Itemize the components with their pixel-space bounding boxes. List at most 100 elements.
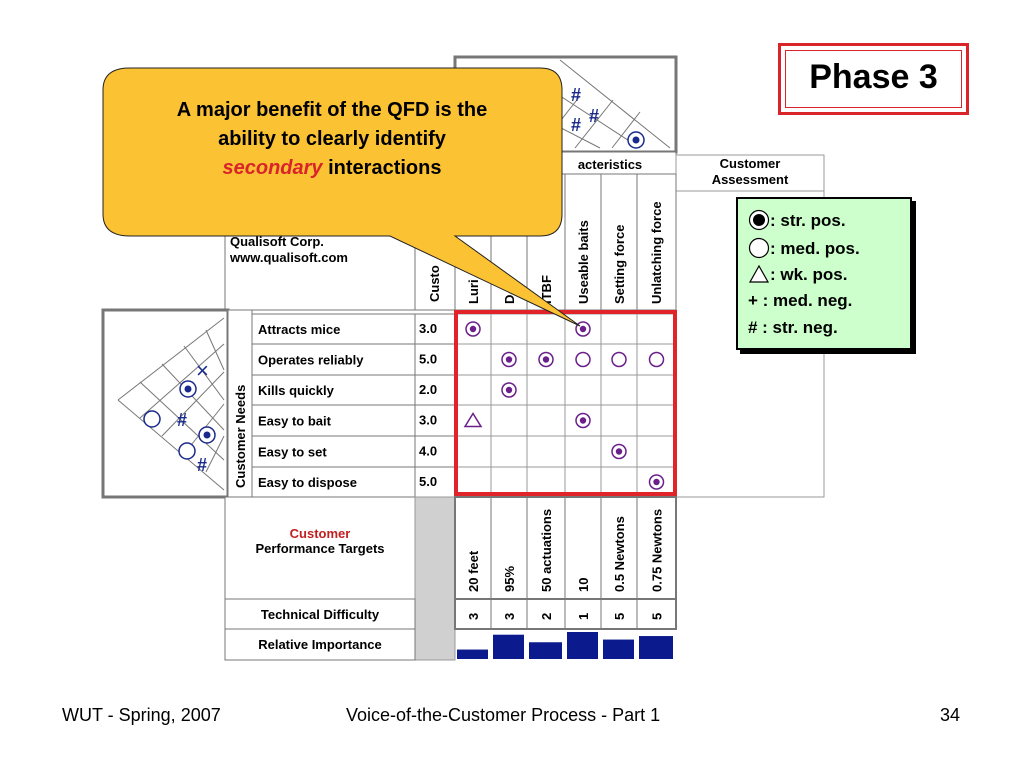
relationship-cell — [490, 404, 528, 437]
importance-cell — [414, 404, 456, 437]
performance-target: 0.5 Newtons — [612, 516, 627, 592]
relationship-cell — [636, 435, 677, 468]
phase-label: Phase 3 — [809, 58, 938, 96]
relative-importance-bar — [639, 636, 673, 659]
importance-column-label: Custo — [427, 265, 442, 302]
legend-row-strong-positive: : str. pos. — [748, 209, 846, 231]
importance-cell — [414, 313, 456, 345]
relative-importance-label: Relative Importance — [258, 637, 382, 652]
characteristics-header: acteristics — [578, 157, 642, 172]
relative-importance-bar — [603, 639, 634, 659]
weak-positive-icon — [463, 412, 483, 428]
relative-importance-bar — [567, 632, 598, 659]
customer-assessment-header-cell — [675, 154, 825, 192]
column-header-6: Unlatching force — [649, 201, 664, 304]
performance-target: 0.75 Newtons — [650, 509, 665, 592]
importance-value: 2.0 — [419, 382, 437, 397]
targets-label-red: Customer — [290, 526, 351, 541]
customer-assessment-label-1: Customer — [720, 156, 781, 171]
relationship-cell — [526, 374, 566, 406]
targets-label: Performance Targets — [255, 541, 384, 556]
need-label: Easy to set — [258, 445, 327, 460]
callout-rest: interactions — [322, 157, 442, 179]
difficulty-value: 1 — [576, 613, 591, 620]
need-label: Easy to bait — [258, 414, 332, 429]
legend-row-weak-positive: : wk. pos. — [748, 264, 847, 285]
roof-negative-mark: # — [571, 85, 581, 105]
roof-negative-mark: # — [571, 115, 581, 135]
importance-value: 3.0 — [419, 413, 437, 428]
need-label: Attracts mice — [258, 322, 340, 337]
difficulty-value: 2 — [539, 613, 554, 620]
legend-row-medium-negative: + : med. neg. — [748, 291, 853, 310]
strong-positive-icon-dot — [579, 325, 587, 333]
difficulty-value: 5 — [650, 613, 665, 620]
relationship-cell — [600, 313, 638, 345]
relationship-cell — [454, 435, 492, 468]
callout-text: A major benefit of the QFD is the abilit… — [112, 96, 552, 183]
relationship-cell — [454, 374, 492, 406]
callout-emphasis: secondary — [222, 157, 323, 179]
relationship-cell — [454, 343, 492, 376]
need-label-cell — [251, 404, 416, 437]
relative-importance-bar — [457, 649, 488, 659]
relationship-cell — [526, 404, 566, 437]
relationship-cell — [490, 313, 528, 345]
svg-text:#: # — [197, 455, 207, 475]
difficulty-value: 3 — [502, 613, 517, 620]
relationship-cell — [600, 404, 638, 437]
relationship-matrix-highlight — [454, 310, 677, 496]
need-label-cell — [251, 313, 416, 345]
strong-positive-icon-dot — [615, 448, 623, 455]
roof-negative-mark: # — [589, 106, 599, 126]
relationship-cell — [526, 435, 566, 468]
footer-left: WUT - Spring, 2007 — [62, 705, 221, 725]
column-header-2: D — [502, 295, 517, 304]
strong-positive-icon-dot — [505, 386, 513, 394]
need-label: Easy to dispose — [258, 475, 357, 490]
footer-center: Voice-of-the-Customer Process - Part 1 — [346, 705, 661, 725]
column-header-5: Setting force — [612, 225, 627, 304]
callout-line-3: secondary interactions — [112, 154, 552, 183]
importance-value: 5.0 — [419, 474, 437, 489]
column-header-4: Useable baits — [576, 220, 591, 304]
weak-positive-icon — [748, 264, 770, 283]
relative-importance-bar — [529, 642, 562, 659]
relationship-cell — [636, 404, 677, 437]
need-label: Kills quickly — [258, 383, 335, 398]
relationship-cell — [564, 374, 602, 406]
medium-positive-icon — [748, 237, 770, 259]
strong-positive-icon-dot — [579, 417, 587, 424]
symbol-legend: : str. pos. : med. pos. : wk. pos. + : m… — [736, 197, 912, 350]
callout-line-2: ability to clearly identify — [218, 128, 446, 150]
strong-positive-icon-dot — [653, 478, 660, 486]
difficulty-label: Technical Difficulty — [261, 607, 380, 622]
relative-importance-bar — [493, 634, 524, 659]
company-website: www.qualisoft.com — [229, 250, 348, 265]
customer-needs-label: Customer Needs — [233, 385, 248, 488]
medium-positive-icon — [575, 351, 591, 368]
targets-label-cell — [224, 496, 416, 600]
relationship-cell — [636, 313, 677, 345]
relative-importance-bars — [457, 632, 673, 659]
relationship-cell — [564, 435, 602, 468]
importance-value: 3.0 — [419, 321, 437, 336]
legend-row-strong-negative: # : str. neg. — [748, 318, 838, 337]
phase-label-inner-border — [785, 50, 962, 108]
strong-positive-icon-dot — [542, 356, 550, 363]
relationship-cell — [636, 374, 677, 406]
difficulty-value: 3 — [466, 613, 481, 620]
strong-positive-icon-dot — [505, 356, 513, 363]
importance-column-shade — [414, 496, 456, 661]
legend-row-medium-positive: : med. pos. — [748, 237, 860, 259]
callout-line-1: A major benefit of the QFD is the — [176, 99, 488, 121]
importance-cell — [414, 374, 456, 406]
importance-value: 5.0 — [419, 352, 437, 367]
relative-importance-label-cell — [224, 628, 416, 661]
customer-needs-label-cell — [227, 309, 253, 498]
need-label-cell — [251, 466, 416, 498]
